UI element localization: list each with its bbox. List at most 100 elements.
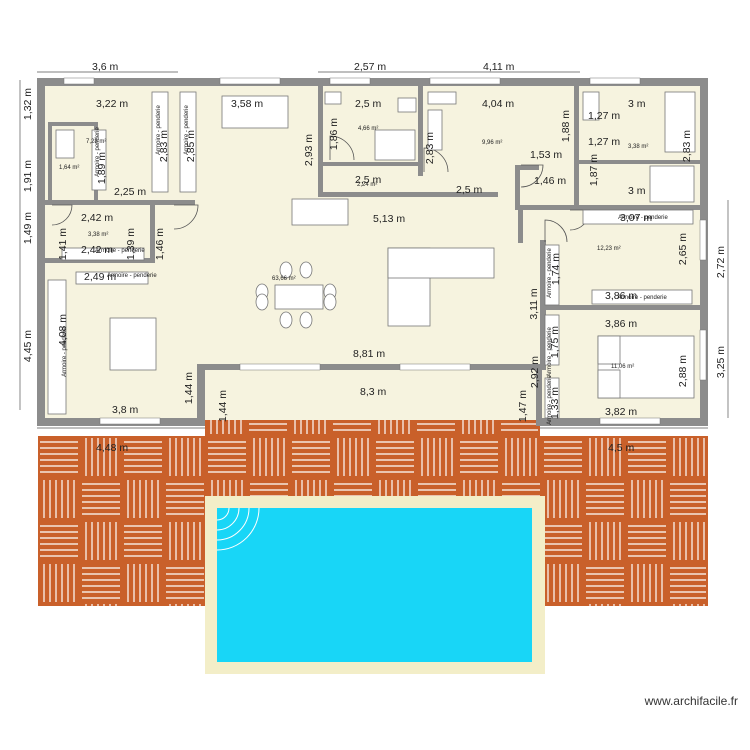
dimension-left-d: 4,45 m: [22, 330, 34, 362]
pool-water: [217, 508, 532, 662]
dimension-r4-v2: 2,83 m: [681, 130, 693, 162]
wardrobe: [61, 247, 145, 261]
washbasin: [324, 91, 342, 105]
chair: [279, 311, 293, 329]
window: [699, 329, 707, 381]
dimension-r5-w: 3 m: [628, 185, 646, 197]
dimension-ch3-v: 2,65 m: [677, 233, 689, 265]
wall-segment: [515, 165, 539, 170]
window: [239, 363, 321, 371]
chair: [299, 261, 313, 279]
wardrobe: [75, 271, 149, 285]
dimension-hall-w: 1,53 m: [530, 149, 562, 161]
door-swing: [544, 219, 568, 243]
dimension-r4-h: 1,27 m: [588, 110, 620, 122]
dimension-bottom-right: 4,5 m: [608, 442, 635, 454]
wardrobe-label: Armoire - penderie: [156, 104, 162, 154]
wardrobe: [582, 209, 694, 225]
wall-segment: [318, 86, 323, 196]
pillow: [597, 369, 621, 399]
toilet: [582, 91, 600, 121]
dimension-ch4-v: 2,88 m: [677, 355, 689, 387]
wall-segment: [45, 258, 150, 263]
dimension-kit-w: 2,49 m: [84, 271, 116, 283]
dimension-cl-w2: 2,42 m: [81, 244, 113, 256]
area-label: 2,24 m²: [357, 182, 377, 188]
wall-segment: [518, 205, 523, 243]
dimension-ch4-v5: 1,47 m: [517, 390, 529, 422]
area-label: 12,23 m²: [597, 246, 621, 252]
shelf: [427, 109, 443, 151]
chair: [279, 261, 293, 279]
window: [429, 77, 501, 85]
shower: [374, 129, 416, 161]
dimension-hall-v3: 1,87 m: [588, 154, 600, 186]
washbasin: [397, 97, 417, 113]
door-swing: [520, 164, 544, 188]
dimension-cl-v: 1,41 m: [57, 228, 69, 260]
wardrobe: [179, 91, 197, 193]
pillow: [597, 335, 621, 365]
area-label: 7,28 m²: [86, 139, 106, 145]
dimension-r2-w: 2,5 m: [355, 98, 382, 110]
dimension-bottom-left: 4,48 m: [96, 442, 128, 454]
dimension-r4-w: 3 m: [628, 98, 646, 110]
dimension-ch4-v4: 2,92 m: [529, 356, 541, 388]
window: [699, 219, 707, 261]
dimension-cl-v2: 1,39 m: [125, 228, 137, 260]
window: [599, 417, 661, 425]
dimension-hall-v2: 1,46 m: [534, 175, 566, 187]
wardrobe-labels: Armoire - penderie Armoire - penderie Ar…: [62, 104, 669, 424]
wall-segment: [515, 165, 520, 205]
wall-segment: [37, 78, 708, 86]
dimension-r1-w2: 3,58 m: [231, 98, 263, 110]
area-labels: 7,28 m² 1,64 m² 4,66 m² 9,96 m² 3,38 m² …: [59, 126, 648, 370]
window: [219, 77, 281, 85]
dimension-kit-w2: 3,8 m: [112, 404, 139, 416]
area-label: 4,66 m²: [358, 126, 378, 132]
dimension-ch4-w: 3,86 m: [605, 318, 637, 330]
door-swing: [173, 204, 199, 230]
wardrobe: [544, 244, 560, 306]
wall-segment: [48, 122, 98, 126]
area-label: 3,38 m²: [88, 232, 108, 238]
dimension-top-a: 3,6 m: [92, 61, 119, 73]
wardrobe-label: Armoire - penderie: [95, 126, 101, 176]
dimension-kit-v2: 1,44 m: [183, 372, 195, 404]
wall-segment: [48, 122, 52, 200]
kitchen-island: [109, 317, 157, 371]
wardrobe-label: Armoire - penderie: [547, 374, 553, 424]
area-label: 63,66 m²: [272, 276, 296, 282]
dimension-left-b: 1,91 m: [22, 160, 34, 192]
sofa: [387, 247, 495, 279]
wardrobe: [544, 377, 560, 419]
dimension-ch3-w2: 3,86 m: [605, 290, 637, 302]
dimension-ch4-w2: 3,82 m: [605, 406, 637, 418]
chair: [299, 311, 313, 329]
window: [399, 363, 471, 371]
dimension-r2-v: 1,86 m: [328, 118, 340, 150]
dimension-lines: [19, 71, 729, 429]
dimension-r4-v: 1,88 m: [560, 110, 572, 142]
wall-segment: [318, 192, 498, 197]
window: [99, 417, 161, 425]
dimension-top-b: 2,57 m: [354, 61, 386, 73]
dimension-r3-w: 4,04 m: [482, 98, 514, 110]
dimension-ch3-v2: 1,74 m: [550, 253, 562, 285]
dimension-living-w: 5,13 m: [373, 213, 405, 225]
dimension-living-w2: 8,81 m: [353, 348, 385, 360]
wardrobe-label: Armoire - penderie: [618, 215, 668, 221]
dimension-kit-v3: 1,44 m: [217, 390, 229, 422]
area-label: 9,96 m²: [482, 140, 502, 146]
door-swing: [423, 147, 449, 173]
dimension-top-c: 4,11 m: [483, 61, 515, 73]
dimension-kit-v: 4,08 m: [57, 314, 69, 346]
area-label: 11,06 m²: [611, 364, 634, 370]
wall-segment: [197, 364, 540, 370]
wardrobe-label: Armoire - penderie: [184, 104, 190, 154]
fireplace: [291, 198, 349, 226]
washbasin: [427, 91, 457, 105]
dimension-r3-w2: 2,5 m: [456, 184, 483, 196]
chair: [323, 293, 337, 311]
